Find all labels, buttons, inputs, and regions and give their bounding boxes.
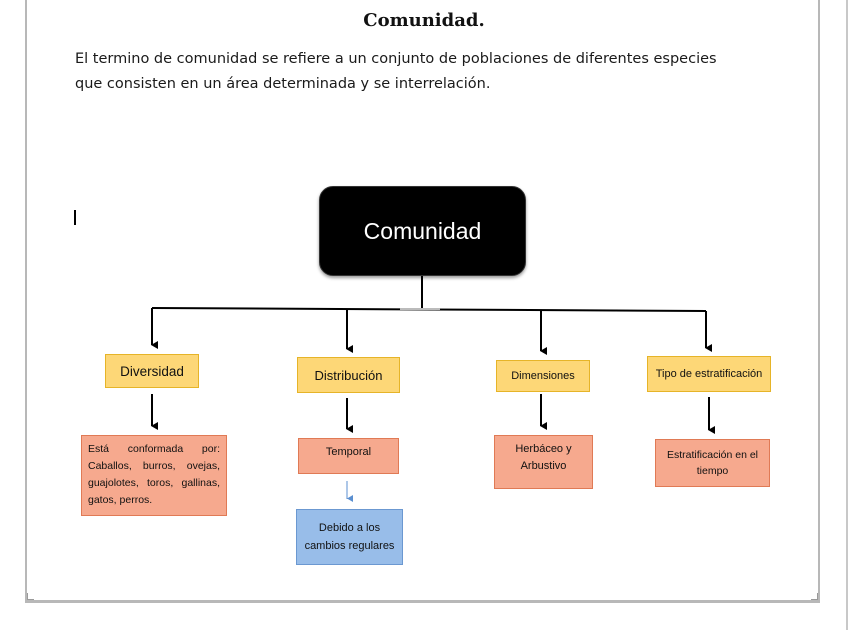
text-cursor [74, 210, 76, 225]
window-edge [846, 0, 848, 630]
page-border-bottom [25, 600, 820, 603]
root-node-comunidad: Comunidad [319, 186, 526, 276]
detail-diversidad: Está conformada por: Caballos, burros, o… [81, 435, 227, 516]
page-corner-mark-left [27, 593, 34, 600]
category-tipo-estratificacion: Tipo de estratificación [647, 356, 771, 392]
page-border-left [25, 0, 27, 602]
page-corner-mark-right [811, 593, 818, 600]
document-title: Comunidad. [363, 10, 485, 31]
category-diversidad: Diversidad [105, 354, 199, 388]
page-border-right [818, 0, 820, 602]
detail-temporal: Temporal [298, 438, 399, 474]
connector-lines [151, 274, 715, 434]
category-distribucion: Distribución [297, 357, 400, 393]
subdetail-cambios-regulares: Debido a los cambios regulares [296, 509, 403, 565]
document-paragraph: El termino de comunidad se refiere a un … [75, 51, 717, 92]
detail-herbaceo-arbustivo: Herbáceo y Arbustivo [494, 435, 593, 489]
detail-estratificacion-tiempo: Estratificación en el tiempo [655, 439, 770, 487]
category-dimensiones: Dimensiones [496, 360, 590, 392]
